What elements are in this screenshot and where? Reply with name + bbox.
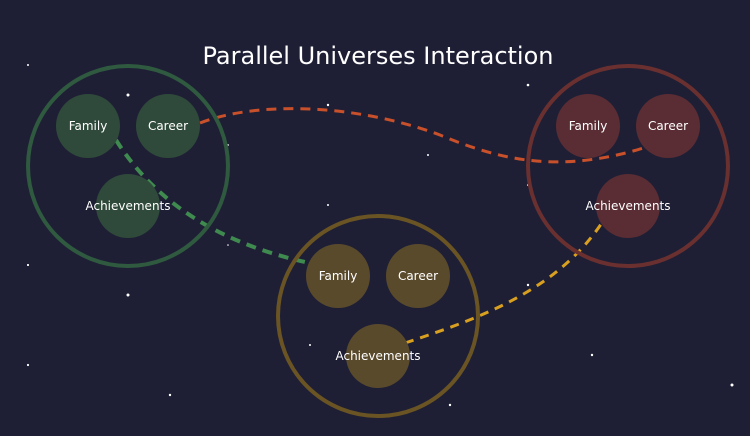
star — [227, 244, 229, 246]
node-circle — [306, 244, 370, 308]
node-circle — [136, 94, 200, 158]
star — [526, 283, 530, 287]
universe-green-node-family[interactable]: Family — [56, 94, 120, 158]
link-green-career-to-red-career — [199, 107, 651, 164]
node-circle — [56, 94, 120, 158]
universe-gold-boundary — [276, 214, 480, 418]
links-layer — [114, 107, 651, 345]
node-label: Family — [319, 269, 358, 283]
node-circle — [96, 174, 160, 238]
link-gold-achievements-to-red-achievements — [404, 217, 607, 345]
node-label: Family — [569, 119, 608, 133]
node-circle — [346, 324, 410, 388]
node-circle — [596, 174, 660, 238]
universe-red-node-career[interactable]: Career — [636, 94, 700, 158]
universe-red-boundary — [526, 64, 730, 268]
star — [427, 154, 429, 156]
star — [126, 93, 130, 97]
node-circle — [636, 94, 700, 158]
universe-gold-node-achievements[interactable]: Achievements — [335, 324, 421, 388]
universe-green-boundary — [26, 64, 230, 268]
star — [730, 383, 734, 387]
star — [26, 363, 30, 367]
diagram-title: Parallel Universes Interaction — [203, 42, 554, 70]
star — [327, 204, 329, 206]
node-label: Career — [398, 269, 438, 283]
universe-red-node-achievements[interactable]: Achievements — [585, 174, 671, 238]
node-label: Family — [69, 119, 108, 133]
star — [27, 64, 29, 66]
node-label: Career — [148, 119, 188, 133]
universe-gold: Family Career Achievements — [276, 214, 480, 418]
star — [526, 83, 530, 87]
universe-gold-node-career[interactable]: Career — [386, 244, 450, 308]
star — [326, 103, 330, 107]
universe-red-node-family[interactable]: Family — [556, 94, 620, 158]
star — [590, 353, 594, 357]
node-label: Achievements — [85, 199, 170, 213]
star — [309, 344, 311, 346]
star — [126, 293, 130, 297]
node-label: Career — [648, 119, 688, 133]
universe-green-node-achievements[interactable]: Achievements — [85, 174, 171, 238]
star — [168, 393, 172, 397]
node-label: Achievements — [335, 349, 420, 363]
node-circle — [556, 94, 620, 158]
star — [27, 264, 29, 266]
node-circle — [386, 244, 450, 308]
universe-green-node-career[interactable]: Career — [136, 94, 200, 158]
universe-green: Family Career Achievements — [26, 64, 230, 268]
node-label: Achievements — [585, 199, 670, 213]
star — [448, 403, 452, 407]
universe-gold-node-family[interactable]: Family — [306, 244, 370, 308]
universe-red: Family Career Achievements — [526, 64, 730, 268]
